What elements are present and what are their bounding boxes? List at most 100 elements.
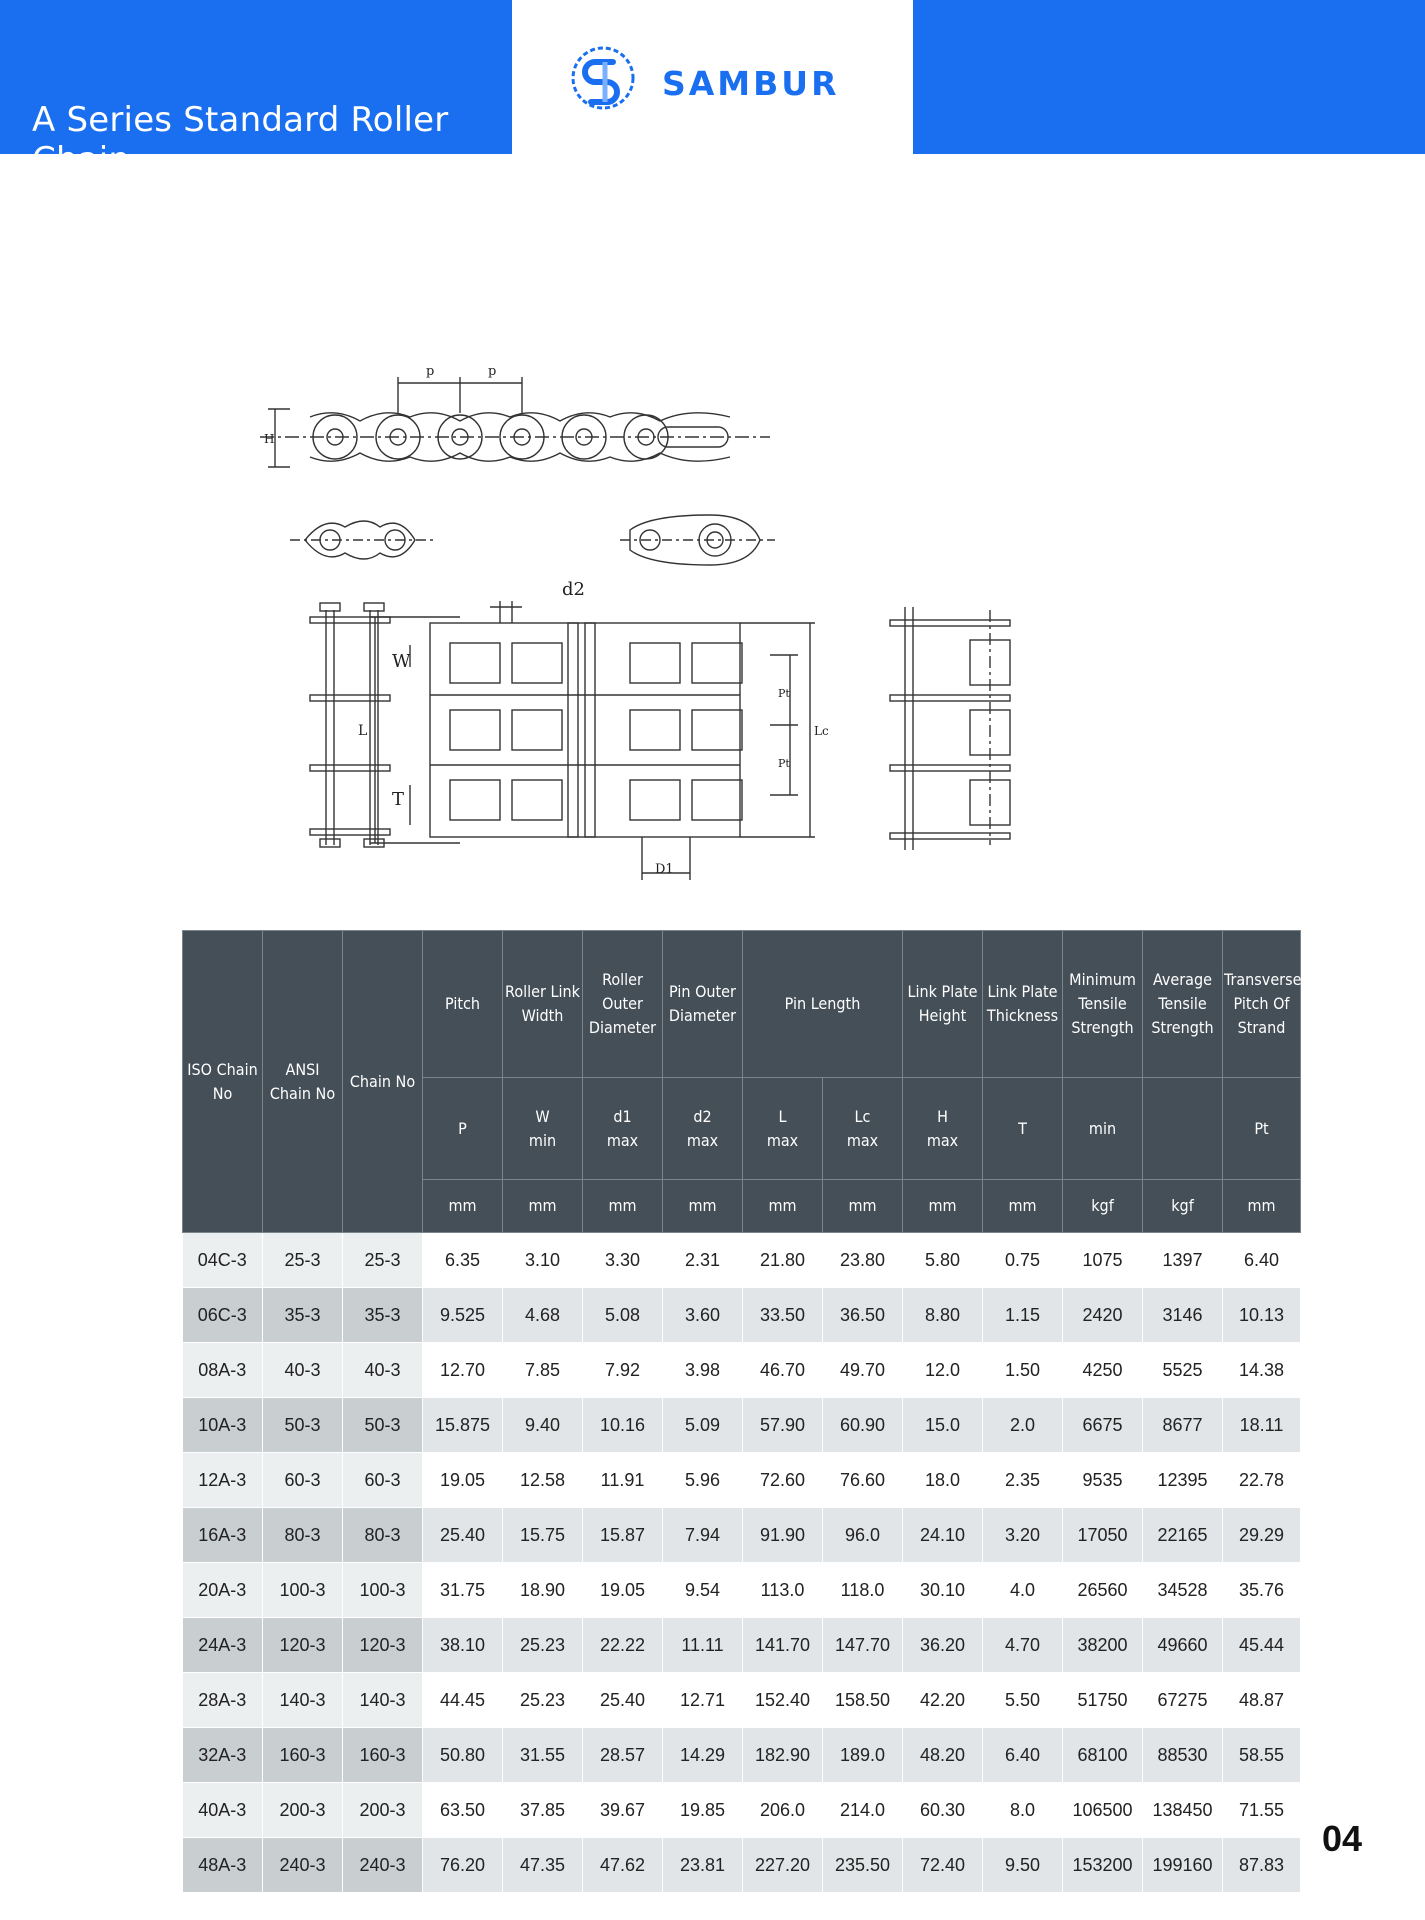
table-cell: 76.20 (422, 1837, 503, 1893)
table-cell: 60.30 (902, 1782, 983, 1838)
table-cell: 45.44 (1222, 1617, 1301, 1673)
table-cell: 6.40 (982, 1727, 1063, 1783)
table-cell: 11.91 (582, 1452, 663, 1508)
table-cell: 20A-3 (182, 1562, 263, 1618)
sym-pt: Pt (1222, 1077, 1301, 1180)
table-cell: 18.0 (902, 1452, 983, 1508)
table-cell: 38.10 (422, 1617, 503, 1673)
table-cell: 118.0 (822, 1562, 903, 1618)
table-cell: 8677 (1142, 1397, 1223, 1453)
table-cell: 227.20 (742, 1837, 823, 1893)
table-cell: 12A-3 (182, 1452, 263, 1508)
table-cell: 47.62 (582, 1837, 663, 1893)
col-transverse-pitch: Transverse Pitch Of Strand (1222, 930, 1301, 1078)
table-cell: 48.87 (1222, 1672, 1301, 1728)
col-iso-chain-no: ISO Chain No (182, 930, 263, 1233)
unit-cell: mm (982, 1179, 1063, 1233)
table-cell: 3146 (1142, 1287, 1223, 1343)
table-cell: 72.60 (742, 1452, 823, 1508)
spec-table: ISO Chain No ANSI Chain No Chain No Pitc… (182, 930, 1301, 1893)
table-cell: 199160 (1142, 1837, 1223, 1893)
unit-cell: mm (502, 1179, 583, 1233)
table-cell: 5.80 (902, 1232, 983, 1288)
table-cell: 67275 (1142, 1672, 1223, 1728)
table-cell: 3.60 (662, 1287, 743, 1343)
table-cell: 147.70 (822, 1617, 903, 1673)
col-pin-length: Pin Length (742, 930, 903, 1078)
table-cell: 15.75 (502, 1507, 583, 1563)
table-cell: 10.16 (582, 1397, 663, 1453)
unit-cell: mm (1222, 1179, 1301, 1233)
table-cell: 3.10 (502, 1232, 583, 1288)
table-cell: 9.40 (502, 1397, 583, 1453)
table-cell: 68100 (1062, 1727, 1143, 1783)
table-cell: 40-3 (342, 1342, 423, 1398)
table-cell: 2.35 (982, 1452, 1063, 1508)
table-cell: 4.70 (982, 1617, 1063, 1673)
table-cell: 88530 (1142, 1727, 1223, 1783)
table-cell: 100-3 (342, 1562, 423, 1618)
table-cell: 7.94 (662, 1507, 743, 1563)
table-cell: 5.08 (582, 1287, 663, 1343)
table-cell: 63.50 (422, 1782, 503, 1838)
table-cell: 6.40 (1222, 1232, 1301, 1288)
table-cell: 12.71 (662, 1672, 743, 1728)
table-cell: 48.20 (902, 1727, 983, 1783)
table-cell: 9.50 (982, 1837, 1063, 1893)
table-cell: 120-3 (342, 1617, 423, 1673)
table-cell: 35-3 (262, 1287, 343, 1343)
brand-name: SAMBUR (662, 64, 840, 103)
table-cell: 19.05 (422, 1452, 503, 1508)
table-cell: 7.92 (582, 1342, 663, 1398)
table-cell: 19.05 (582, 1562, 663, 1618)
table-cell: 31.75 (422, 1562, 503, 1618)
table-cell: 46.70 (742, 1342, 823, 1398)
unit-cell: mm (742, 1179, 823, 1233)
table-cell: 49660 (1142, 1617, 1223, 1673)
table-cell: 49.70 (822, 1342, 903, 1398)
unit-cell: mm (902, 1179, 983, 1233)
table-cell: 0.75 (982, 1232, 1063, 1288)
label-d1: D1 (655, 862, 674, 877)
table-cell: 25.23 (502, 1672, 583, 1728)
label-l: L (358, 723, 367, 739)
table-cell: 60-3 (262, 1452, 343, 1508)
table-cell: 14.38 (1222, 1342, 1301, 1398)
col-ansi-chain-no: ANSI Chain No (262, 930, 343, 1233)
chain-plan-view (370, 601, 815, 880)
table-cell: 12.0 (902, 1342, 983, 1398)
table-cell: 240-3 (342, 1837, 423, 1893)
table-cell: 32A-3 (182, 1727, 263, 1783)
col-avg-tensile-strength: Average Tensile Strength (1142, 930, 1223, 1078)
table-cell: 36.50 (822, 1287, 903, 1343)
table-cell: 15.875 (422, 1397, 503, 1453)
label-p1: p (426, 364, 434, 379)
table-cell: 33.50 (742, 1287, 823, 1343)
table-cell: 35.76 (1222, 1562, 1301, 1618)
table-cell: 1.15 (982, 1287, 1063, 1343)
unit-cell: mm (582, 1179, 663, 1233)
col-link-plate-height: Link Plate Height (902, 930, 983, 1078)
table-cell: 06C-3 (182, 1287, 263, 1343)
table-cell: 106500 (1062, 1782, 1143, 1838)
table-cell: 48A-3 (182, 1837, 263, 1893)
table-cell: 200-3 (342, 1782, 423, 1838)
table-cell: 182.90 (742, 1727, 823, 1783)
table-cell: 18.90 (502, 1562, 583, 1618)
table-cell: 60.90 (822, 1397, 903, 1453)
table-cell: 39.67 (582, 1782, 663, 1838)
table-cell: 152.40 (742, 1672, 823, 1728)
table-cell: 4.0 (982, 1562, 1063, 1618)
table-cell: 21.80 (742, 1232, 823, 1288)
